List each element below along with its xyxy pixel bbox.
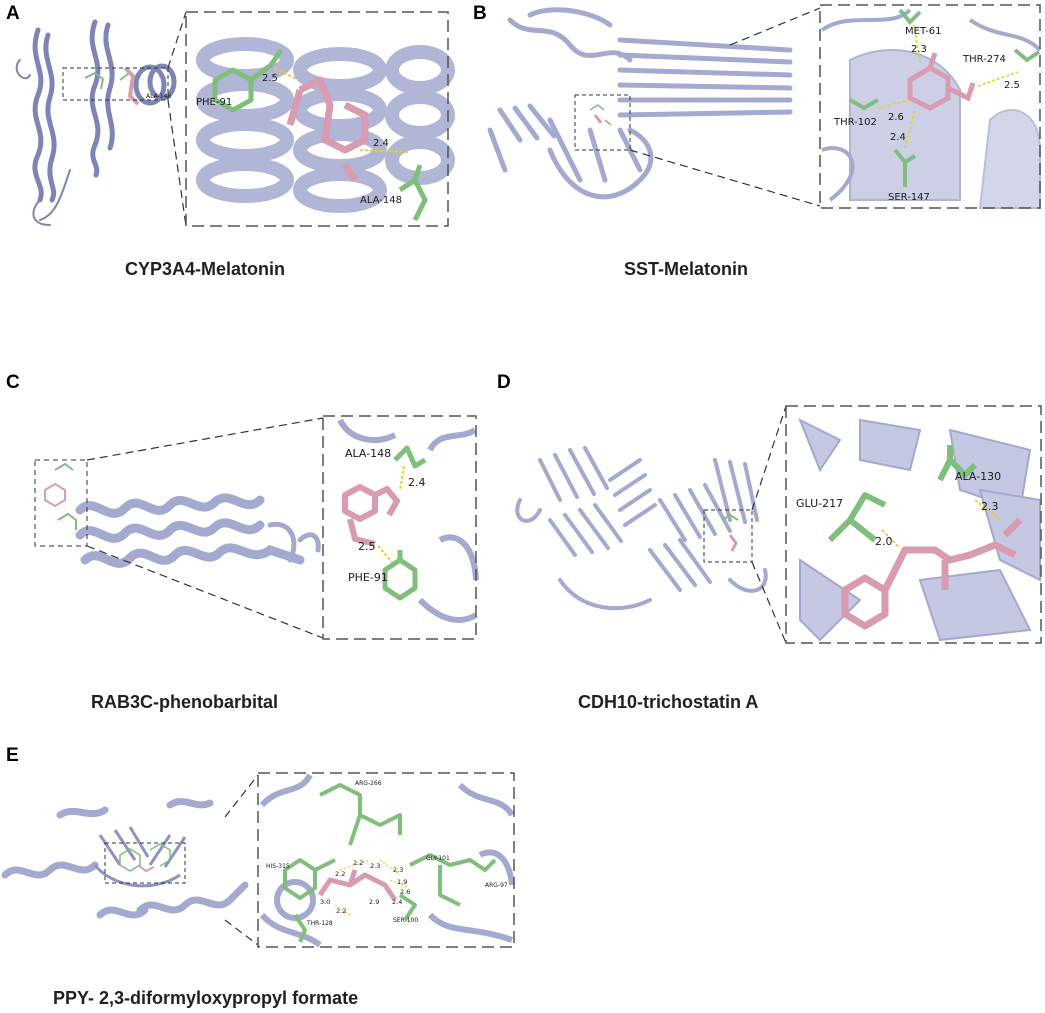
- panel-d-residue-ala130: ALA-130: [955, 470, 1001, 483]
- panel-c-figure: ALA-148 PHE-91 2.4 2.5: [34, 415, 479, 640]
- panel-label-c: C: [6, 372, 20, 393]
- panel-b-residue-met61: MET-61: [905, 26, 941, 37]
- panel-d-caption: CDH10-trichostatin A: [578, 692, 759, 712]
- panel-e-distance-2: 2.3: [370, 862, 380, 870]
- panel-b-overview-structure: [487, 7, 793, 200]
- panel-label-a: A: [6, 3, 20, 24]
- panel-c-residue-phe91: PHE-91: [348, 571, 388, 584]
- panel-b-residue-thr102: THR-102: [833, 117, 877, 128]
- panel-e-distance-7: 2.9: [369, 898, 379, 906]
- panel-d-residue-glu217: GLU-217: [796, 497, 843, 510]
- panel-a-zoom-inset: PHE-91 ALA-148 2.5 2.4: [185, 11, 455, 227]
- panel-d-zoom-inset: ALA-130 GLU-217 2.3 2.0: [785, 405, 1042, 644]
- panel-c-zoom-inset: ALA-148 PHE-91 2.4 2.5: [322, 415, 479, 640]
- panel-c-residue-ala148: ALA-148: [345, 447, 391, 460]
- panel-b-zoom-inset: MET-61 THR-274 THR-102 SER-147 2.3 2.5 2…: [819, 4, 1042, 209]
- panel-d-overview-structure: [515, 446, 768, 611]
- panel-e-residue-gly101: GLY-101: [426, 855, 450, 862]
- panel-e-distance-3: 2.3: [393, 866, 403, 874]
- panel-e-distance-10: 2.2: [336, 907, 346, 915]
- panel-label-d: D: [497, 372, 511, 393]
- panel-b-distance-1: 2.3: [911, 44, 927, 55]
- panel-a-residue-ala148: ALA-148: [360, 195, 402, 206]
- panel-d-figure: ALA-130 GLU-217 2.3 2.0: [515, 405, 1042, 644]
- panel-d-distance-1: 2.3: [981, 500, 999, 513]
- panel-a-overview-structure: [15, 19, 177, 226]
- panel-b-figure: MET-61 THR-274 THR-102 SER-147 2.3 2.5 2…: [487, 4, 1042, 209]
- panel-b-caption: SST-Melatonin: [624, 259, 749, 279]
- panel-a-distance-1: 2.5: [262, 73, 278, 84]
- panel-a-overview-residue-label: ALA-148: [146, 93, 171, 100]
- panel-e-distance-6: 2.4: [392, 898, 402, 906]
- panel-e-caption: PPY- 2,3-diformyloxypropyl formate: [53, 988, 359, 1008]
- panel-e-residue-ser100: SER-100: [393, 917, 418, 924]
- panel-e-distance-4: 1.9: [397, 878, 407, 886]
- panel-b-residue-thr274: THR-274: [962, 54, 1006, 65]
- panel-e-distance-8: 2.2: [335, 870, 345, 878]
- panel-c-distance-1: 2.4: [408, 476, 426, 489]
- panel-a-caption: CYP3A4-Melatonin: [125, 259, 286, 279]
- panel-e-zoom-inset: ARG-266 HIS-315 GLY-101 ARG-97 SER-100 T…: [257, 772, 515, 948]
- panel-label-b: B: [473, 3, 487, 24]
- panel-c-overview-structure: [75, 493, 321, 568]
- panel-b-distance-4: 2.4: [890, 132, 906, 143]
- panel-a-residue-phe91: PHE-91: [196, 97, 232, 108]
- panel-b-residue-ser147: SER-147: [888, 192, 930, 203]
- panel-e-distance-5: 2.6: [400, 888, 410, 896]
- panel-a-distance-2: 2.4: [373, 138, 389, 149]
- panel-e-residue-his315: HIS-315: [266, 863, 290, 870]
- panel-c-distance-2: 2.5: [358, 540, 376, 553]
- panel-e-residue-arg97: ARG-97: [485, 882, 508, 889]
- panel-c-caption: RAB3C-phenobarbital: [91, 692, 279, 712]
- panel-e-overview-structure: [1, 797, 249, 919]
- panel-label-e: E: [6, 745, 19, 766]
- panel-d-distance-2: 2.0: [875, 535, 893, 548]
- panel-e-figure: ARG-266 HIS-315 GLY-101 ARG-97 SER-100 T…: [1, 772, 515, 948]
- panel-b-distance-2: 2.5: [1004, 80, 1020, 91]
- panel-b-distance-3: 2.6: [888, 112, 904, 123]
- panel-e-distance-1: 2.2: [353, 859, 363, 867]
- panel-e-distance-9: 3.0: [320, 898, 330, 906]
- panel-e-residue-arg266: ARG-266: [355, 780, 382, 787]
- panel-a-figure: ALA-148 PHE-91 ALA-148 2: [15, 11, 455, 227]
- panel-e-residue-thr128: THR-128: [306, 920, 333, 927]
